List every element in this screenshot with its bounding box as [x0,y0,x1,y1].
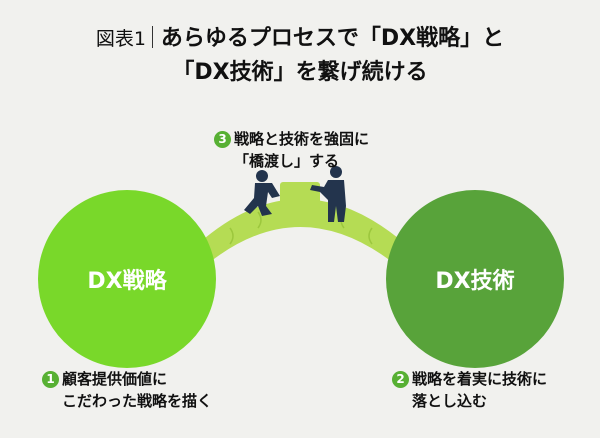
number-badge-2: 2 [392,371,409,388]
puzzle-piece-seams [229,211,373,245]
figure-label: 図表1 [95,28,146,50]
caption-technology-text-1: 戦略を着実に技術に [412,370,548,388]
title-text-1: あらゆるプロセスで「DX戦略」と [160,26,505,51]
title-line-1: 図表1 あらゆるプロセスで「DX戦略」と [0,22,600,56]
title-divider [151,26,153,48]
businessman-right-figure [310,166,346,222]
number-badge-3: 3 [214,131,231,148]
dx-strategy-label: DX戦略 [87,269,167,294]
dx-technology-label: DX技術 [435,269,515,294]
title-line-2: 「DX技術」を繋げ続ける [172,60,428,85]
caption-strategy-text-2: こだわった戦略を描く [62,392,213,410]
center-puzzle-piece [280,182,320,210]
dx-strategy-circle: DX戦略 [38,190,216,368]
figure-title: 図表1 あらゆるプロセスで「DX戦略」と 「DX技術」を繋げ続ける [0,22,600,90]
caption-bridge-text-2: 「橋渡し」する [234,152,340,170]
caption-strategy-text-1: 顧客提供価値に [62,370,168,388]
puzzle-bridge [205,199,398,262]
dx-technology-circle: DX技術 [386,190,564,368]
caption-technology-text-2: 落とし込む [412,392,488,410]
number-badge-1: 1 [42,371,59,388]
businessman-left-figure [244,170,280,216]
caption-bridge-text-1: 戦略と技術を強固に [234,130,370,148]
